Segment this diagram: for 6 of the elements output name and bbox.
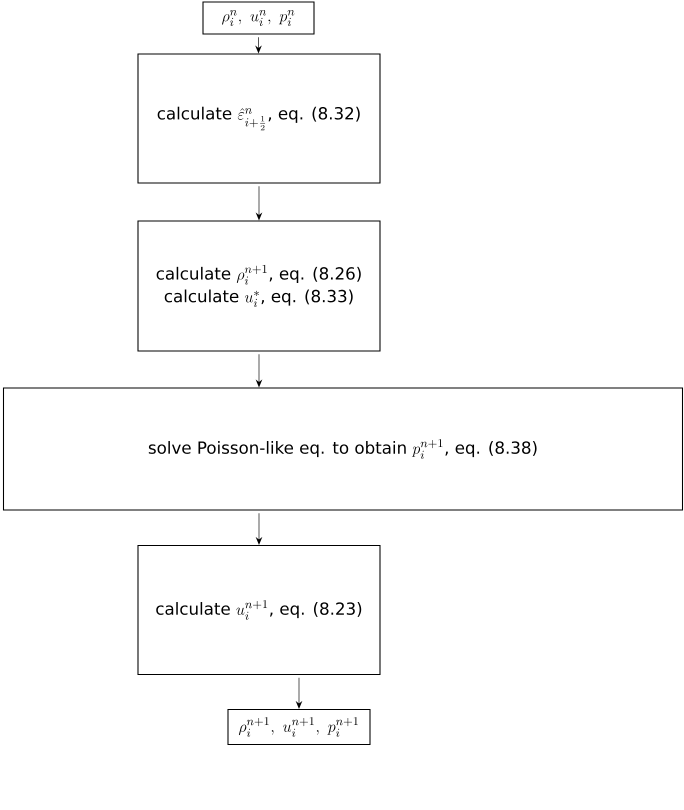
- process-box: $\text{calculate } u_i^{n+1}\text{, eq. (8.23)}$: [137, 544, 381, 676]
- process-box: $\rho_i^{n+1},\ u_i^{n+1},\ p_i^{n+1}$: [227, 708, 371, 746]
- process-box: $\text{solve Poisson-like eq. to obtain } p_i^{n+1}\text{, eq. (8.38)}$: [2, 387, 684, 511]
- process-box: $\rho_i^n,\ u_i^n,\ p_i^n$: [202, 1, 315, 35]
- process-box: $\text{calculate } \hat{\varepsilon}^n_{i+\frac{1}{2}}\text{, eq. (8.32)}$: [137, 53, 381, 184]
- process-box: $\text{calculate } \rho_i^{n+1}\text{, eq. (8.26)}$ $\text{calculate } u_i^{*}\text{, eq. (8.33)}$: [137, 220, 381, 352]
